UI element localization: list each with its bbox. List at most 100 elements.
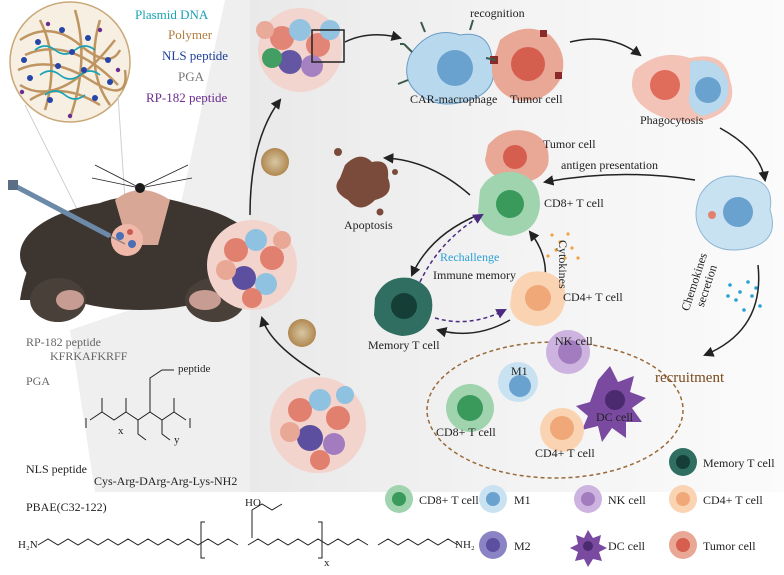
label-tumor-cell-top: Tumor cell	[510, 92, 563, 106]
pbae-structure	[37, 503, 459, 559]
chemokine-dots	[726, 280, 762, 312]
label-pga-title: PGA	[26, 374, 51, 388]
legend-nk-icon	[574, 485, 602, 513]
tumor-cell-mid	[485, 130, 549, 183]
label-tumor-cell-mid: Tumor cell	[543, 137, 596, 151]
label-car-macrophage: CAR-macrophage	[410, 92, 498, 106]
legend-tumor-cell: Tumor cell	[703, 539, 756, 553]
tumor-cell-top	[490, 28, 564, 101]
arrow-cd4-to-memory	[435, 319, 511, 338]
recruit-cd8	[446, 384, 494, 432]
nanoparticle-zoom	[9, 1, 131, 123]
label-pga-x: x	[118, 425, 124, 437]
background-panel	[250, 0, 784, 492]
label-pbae-nh2: NH₂	[455, 539, 475, 551]
phagocytosis-cell	[631, 54, 733, 122]
syringe-icon	[8, 180, 126, 245]
label-rp182-seq: KFRKAFKRFF	[50, 349, 128, 363]
nanoparticle-rp182	[19, 21, 121, 119]
label-pga: PGA	[178, 69, 205, 84]
pga-structure	[85, 369, 191, 441]
legend-cd8-icon	[385, 485, 413, 513]
tumor-cluster-top	[256, 8, 342, 92]
arrow-to-chemokines	[719, 127, 769, 183]
legend-memory-t-cell: Memory T cell	[703, 456, 775, 470]
arrow-to-phagocytosis	[569, 38, 642, 57]
label-plasmid-dna: Plasmid DNA	[135, 7, 209, 22]
label-memory-t-cell: Memory T cell	[368, 338, 440, 352]
label-cd4-t-cell-2: CD4+ T cell	[535, 446, 595, 460]
nanoparticle-small-1	[261, 148, 289, 176]
label-immune-memory: Immune memory	[433, 268, 516, 282]
arrow-memory-to-cd4	[434, 309, 507, 323]
legend-cd4-t-cell: CD4+ T cell	[703, 493, 763, 507]
label-cd8-t-cell: CD8+ T cell	[544, 196, 604, 210]
legend-memory-icon	[669, 448, 697, 476]
recruit-m1	[498, 362, 538, 402]
label-pbae-h2n: H₂N	[18, 539, 38, 551]
arrow-to-apoptosis	[382, 153, 471, 196]
car-macrophage	[397, 19, 495, 105]
legend-dc-cell: DC cell	[608, 539, 645, 553]
label-rechallenge: Rechallenge	[440, 250, 500, 264]
nanoparticle-dna	[34, 45, 101, 100]
legend-dc-icon	[570, 530, 607, 567]
label-pga-y: y	[174, 434, 180, 446]
label-cd4-t-cell: CD4+ T cell	[563, 290, 623, 304]
label-phagocytosis: Phagocytosis	[640, 113, 704, 127]
arrow-cd8-to-memory	[410, 214, 479, 277]
label-apoptosis: Apoptosis	[344, 218, 393, 232]
label-cd8-t-cell-2: CD8+ T cell	[436, 425, 496, 439]
recruit-nk-cell	[546, 330, 590, 374]
tumor-cluster-left	[207, 220, 297, 310]
arrow-top-to-car	[344, 30, 403, 43]
recruit-dc-cell	[576, 366, 646, 442]
memory-t-cell	[374, 277, 433, 336]
legend-tumor-icon	[669, 531, 697, 559]
arrow-antigen-presentation	[542, 173, 696, 186]
apoptosis-cell	[334, 148, 398, 216]
legend-cd8-t-cell: CD8+ T cell	[419, 493, 479, 507]
label-pbae-ho: HO	[245, 497, 261, 509]
cd4-t-cell	[510, 271, 566, 326]
label-recognition: recognition	[470, 6, 525, 20]
cytokine-dots	[546, 232, 580, 260]
tumor-cluster-bottom	[270, 377, 366, 473]
legend-m1: M1	[514, 493, 531, 507]
zoom-box	[311, 29, 345, 63]
nanoparticle-strands	[17, 9, 127, 119]
label-rp182-title: RP-182 peptide	[26, 335, 101, 349]
chemokine-macrophage	[695, 175, 773, 251]
label-pbae-x: x	[324, 557, 330, 569]
arrow-rechallenge	[419, 213, 484, 283]
label-pbae-title: PBAE(C32-122)	[26, 500, 107, 514]
legend-m1-icon	[479, 485, 507, 513]
cd8-t-cell	[478, 171, 540, 236]
nanoparticle-dots	[21, 27, 113, 103]
label-rp182-peptide: RP-182 peptide	[146, 90, 228, 105]
label-dc-cell: DC cell	[596, 410, 633, 424]
nanoparticle-small-2	[288, 319, 316, 347]
arrow-bottom-to-left	[259, 315, 321, 376]
label-antigen-presentation: antigen presentation	[561, 158, 658, 172]
label-peptide: peptide	[178, 363, 211, 375]
label-nk-cell: NK cell	[555, 334, 593, 348]
legend-cd4-icon	[669, 485, 697, 513]
label-recruitment: recruitment	[655, 370, 725, 386]
label-m1: M1	[511, 364, 528, 378]
label-polymer: Polymer	[168, 27, 213, 42]
recruit-cd4	[540, 408, 584, 452]
arrow-left-to-top	[249, 98, 282, 216]
legend-m2: M2	[514, 539, 531, 553]
label-cytokines: Cytokines	[556, 240, 570, 289]
label-nls-seq: Cys-Arg-DArg-Arg-Lys-NH2	[94, 474, 238, 488]
arrow-to-recruitment	[703, 264, 760, 357]
label-nls-peptide: NLS peptide	[162, 48, 229, 63]
recognition-link	[485, 57, 497, 61]
left-panel-wedge	[70, 0, 250, 492]
legend-nk-cell: NK cell	[608, 493, 646, 507]
legend-m2-icon	[479, 531, 507, 559]
label-nls-title: NLS peptide	[26, 462, 87, 476]
